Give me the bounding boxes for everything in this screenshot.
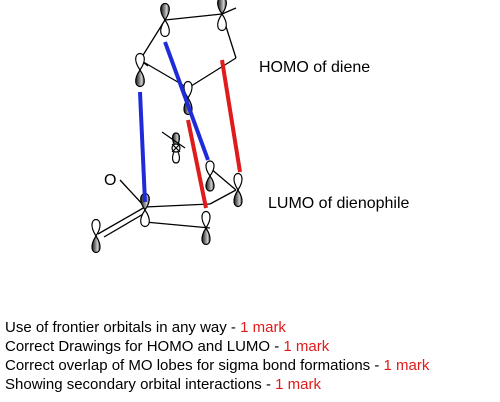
secondary-overlap-line-2 [163,41,210,161]
homo-label: HOMO of diene [259,59,371,76]
carbonyl-orbital [171,132,181,164]
dienophile-orbital-4 [233,173,243,207]
dienophile-orbital-5 [91,219,101,253]
criterion-mark: 1 mark [283,338,330,355]
criterion-4: Showing secondary orbital interactions -… [5,375,429,394]
criterion-text: Showing secondary orbital interactions - [5,376,276,393]
secondary-overlap-line-1 [138,91,147,203]
criterion-mark: 1 mark [240,319,286,336]
dienophile-orbital-3 [201,211,211,245]
criterion-mark: 1 mark [275,376,321,393]
marking-criteria: Use of frontier orbitals in any way - 1 … [5,318,429,394]
criterion-3: Correct overlap of MO lobes for sigma bo… [5,356,429,375]
diels-alder-orbital-diagram [91,0,243,253]
oxygen-atom-label: O [104,172,117,189]
criterion-2: Correct Drawings for HOMO and LUMO - 1 m… [5,337,429,356]
criterion-text: Correct overlap of MO lobes for sigma bo… [5,357,384,374]
lumo-label: LUMO of dienophile [268,195,410,212]
criterion-1: Use of frontier orbitals in any way - 1 … [5,318,429,337]
criterion-text: Use of frontier orbitals in any way - [5,319,241,336]
primary-overlap-line-2 [220,59,242,173]
criterion-mark: 1 mark [383,357,430,374]
dienophile-skeleton [97,167,237,238]
diene-orbital-2 [217,0,227,32]
diene-orbital-3 [135,52,145,88]
criterion-text: Correct Drawings for HOMO and LUMO - [5,338,284,355]
dienophile-orbital-2 [205,160,215,192]
carbonyl-bond [161,131,186,149]
primary-overlap-line-1 [186,119,208,209]
diene-orbital-1 [160,2,170,38]
